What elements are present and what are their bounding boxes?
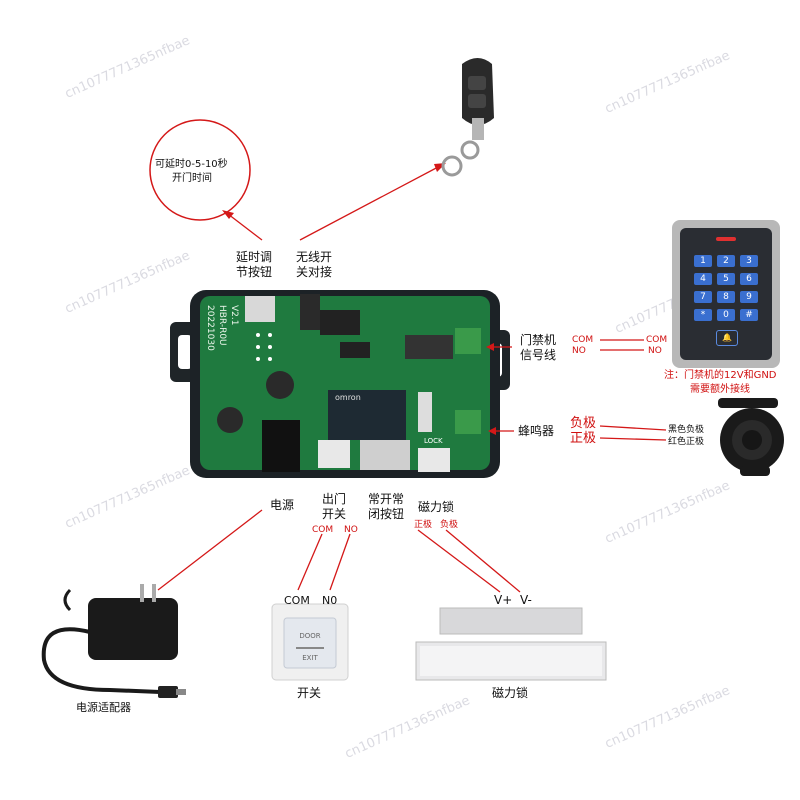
key: 9 — [740, 291, 758, 303]
buzzer-neg: 负极 — [570, 416, 597, 431]
buzzer-device — [718, 398, 784, 476]
key: 5 — [717, 273, 735, 285]
maglock-name: 磁力锁 — [492, 686, 529, 700]
keypad-com: COM — [646, 335, 668, 345]
power-line — [157, 509, 263, 591]
key: # — [740, 309, 758, 321]
key: 4 — [694, 273, 712, 285]
maglock-pos-line — [417, 529, 501, 593]
nc-button-line1: 常开常 — [368, 492, 405, 506]
lock-label: LOCK — [424, 437, 443, 445]
exit-switch-plate — [271, 603, 349, 681]
exit-text: EXIT — [302, 654, 318, 662]
exit-switch-line1: 出门 — [322, 492, 347, 506]
door-text: DOOR — [299, 632, 320, 640]
buzzer-red: 红色正极 — [668, 437, 705, 447]
access-signal-line1: 门禁机 — [520, 333, 557, 347]
delay-arrow-head — [222, 210, 234, 219]
exit-com2: COM — [284, 594, 310, 607]
delay-button-label-line1: 延时调 — [236, 250, 273, 264]
board-model: HBR-R0U — [217, 305, 227, 346]
key: 8 — [717, 291, 735, 303]
buzzer-pos-wire — [599, 437, 667, 441]
delay-button-label-line2: 节按钮 — [236, 265, 273, 279]
exit-com-line — [297, 533, 323, 591]
power-adapter — [41, 584, 186, 698]
exit-no-line — [329, 533, 351, 591]
key: 1 — [694, 255, 712, 267]
maglock-neg-line — [445, 529, 521, 593]
maglock-label: 磁力锁 — [418, 500, 455, 514]
maglock-vplus: V+ — [494, 593, 513, 607]
power-label: 电源 — [270, 498, 295, 512]
key: 6 — [740, 273, 758, 285]
access-com: COM — [572, 335, 594, 345]
keypad-note-line1: 注：门禁机的12V和GND — [664, 370, 777, 381]
access-signal-line2: 信号线 — [520, 348, 557, 362]
delay-bubble-line2: 开门时间 — [172, 173, 212, 184]
remote-fob — [441, 58, 494, 177]
exit-com: COM — [312, 525, 334, 535]
wireless-arrow — [299, 165, 441, 241]
exit-switch-name: 开关 — [297, 686, 322, 700]
board-date: 20221030 — [205, 305, 215, 351]
maglock-vminus: V- — [520, 593, 532, 607]
bell-icon: 🔔 — [716, 330, 738, 346]
key: 7 — [694, 291, 712, 303]
maglock-neg: 负极 — [440, 520, 459, 530]
exit-switch-line2: 开关 — [322, 507, 347, 521]
maglock-pos: 正极 — [414, 520, 433, 530]
key: 2 — [717, 255, 735, 267]
keypad-grid: 1 2 3 4 5 6 7 8 9 * 0 # — [694, 255, 758, 321]
key: 3 — [740, 255, 758, 267]
maglock-device — [415, 607, 607, 681]
delay-bubble-circle — [149, 119, 251, 221]
buzzer-black: 黑色负极 — [668, 425, 705, 435]
adapter-label: 电源适配器 — [76, 701, 131, 714]
keypad-no: NO — [648, 346, 662, 356]
delay-arrow — [227, 213, 263, 241]
buzzer-pos: 正极 — [570, 431, 597, 446]
keypad-note-line2: 需要额外接线 — [690, 384, 750, 395]
key: * — [694, 309, 712, 321]
delay-bubble-line1: 可延时0-5-10秒 — [155, 159, 228, 170]
key: 0 — [717, 309, 735, 321]
controller-board: HBR-R0U 20221030 V2.1 omron LOCK — [170, 290, 510, 478]
buzzer-label: 蜂鸣器 — [518, 424, 555, 438]
wireless-pair-label-line2: 关对接 — [296, 265, 333, 279]
relay-brand: omron — [335, 393, 361, 402]
nc-button-line2: 闭按钮 — [368, 507, 405, 521]
exit-no2: N0 — [322, 594, 338, 607]
exit-no: NO — [344, 525, 358, 535]
wireless-pair-label-line1: 无线开 — [296, 250, 333, 264]
access-no: NO — [572, 346, 586, 356]
buzzer-neg-wire — [599, 425, 667, 431]
board-version: V2.1 — [229, 305, 239, 325]
